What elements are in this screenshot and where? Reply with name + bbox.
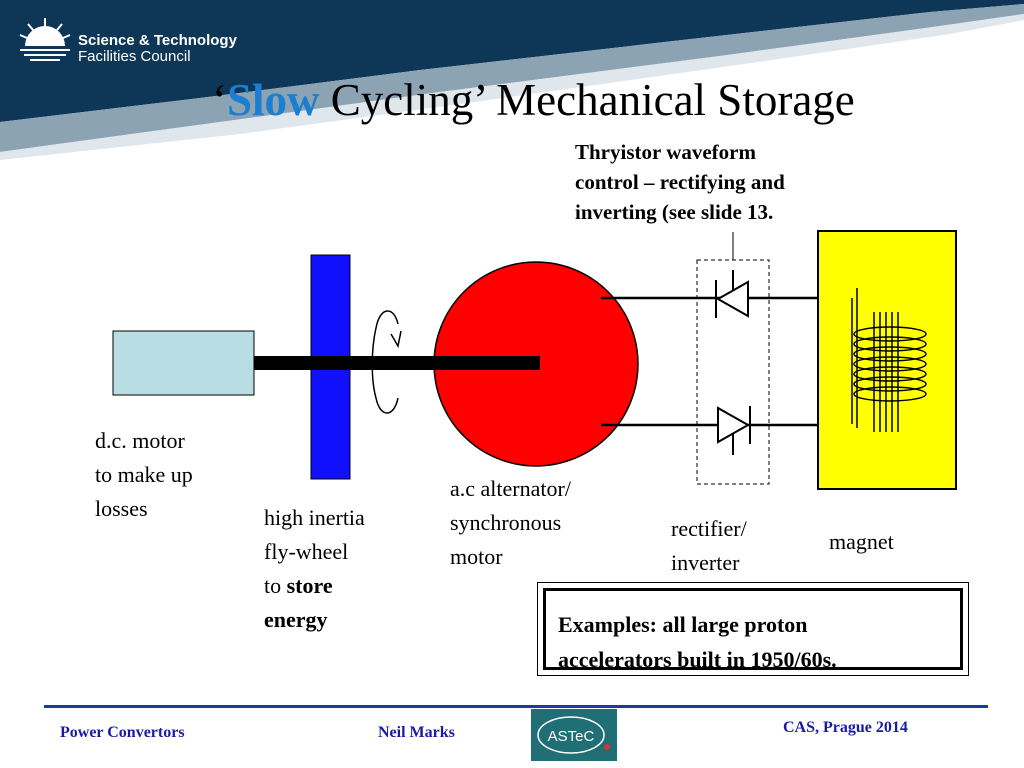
label-line: to store xyxy=(264,569,365,603)
annotation-line: inverting (see slide 13. xyxy=(575,200,774,224)
astec-logo-text: ASTeC xyxy=(548,728,595,745)
flywheel-label: high inertia fly-wheel to store energy xyxy=(264,501,365,637)
label-text: to xyxy=(264,573,287,598)
label-line: a.c alternator/ xyxy=(450,476,571,501)
drive-shaft xyxy=(254,356,540,370)
footer-divider xyxy=(44,705,988,708)
label-line: inverter xyxy=(671,550,740,575)
examples-inner: Examples: all large proton accelerators … xyxy=(543,588,963,672)
examples-line: accelerators built in 1950/60s. xyxy=(558,647,837,672)
annotation-line: control – rectifying and xyxy=(575,170,785,194)
label-line: motor xyxy=(450,544,503,569)
thyristor-top-icon xyxy=(715,270,749,318)
label-emphasis: store xyxy=(286,573,333,598)
org-name-line2: Facilities Council xyxy=(78,48,191,65)
magnet-box xyxy=(817,230,957,490)
label-line: high inertia xyxy=(264,505,365,530)
label-line: losses xyxy=(95,496,148,521)
examples-line: Examples: all large proton xyxy=(558,612,808,637)
label-line: energy xyxy=(264,603,365,637)
label-line: to make up xyxy=(95,462,193,487)
thyristor-annotation: Thryistor waveform control – rectifying … xyxy=(575,137,845,227)
label-line: rectifier/ xyxy=(671,516,747,541)
rectifier-label: rectifier/ inverter xyxy=(671,512,747,580)
label-line: d.c. motor xyxy=(95,428,185,453)
dc-motor-box xyxy=(112,330,255,396)
stfc-sun-icon xyxy=(19,18,71,61)
slide-title: ‘Slow Cycling’ Mechanical Storage xyxy=(212,72,972,128)
annotation-line: Thryistor waveform xyxy=(575,140,756,164)
title-quote: ‘ xyxy=(212,75,227,125)
org-name-line1: Science & Technology xyxy=(78,32,237,49)
circuit-wires xyxy=(601,296,818,427)
astec-logo: ASTeC xyxy=(531,709,617,761)
thyristor-bottom-icon xyxy=(717,406,751,455)
title-highlight: Slow xyxy=(227,75,320,125)
footer-event: CAS, Prague 2014 xyxy=(783,719,908,736)
rotation-arrow-icon xyxy=(371,310,402,414)
title-rest: Cycling’ Mechanical Storage xyxy=(319,75,855,125)
header-banner xyxy=(0,0,1024,160)
footer-course: Power Convertors xyxy=(60,724,185,741)
examples-box: Examples: all large proton accelerators … xyxy=(537,582,969,676)
alternator-label: a.c alternator/ synchronous motor xyxy=(450,472,571,574)
magnet-label: magnet xyxy=(829,529,894,554)
label-line: synchronous xyxy=(450,510,562,535)
label-line: fly-wheel xyxy=(264,539,349,564)
dc-motor-label: d.c. motor to make up losses xyxy=(95,424,193,526)
magnet-coil-icon xyxy=(851,288,927,432)
label-emphasis: energy xyxy=(264,607,328,632)
footer-author: Neil Marks xyxy=(378,724,455,741)
